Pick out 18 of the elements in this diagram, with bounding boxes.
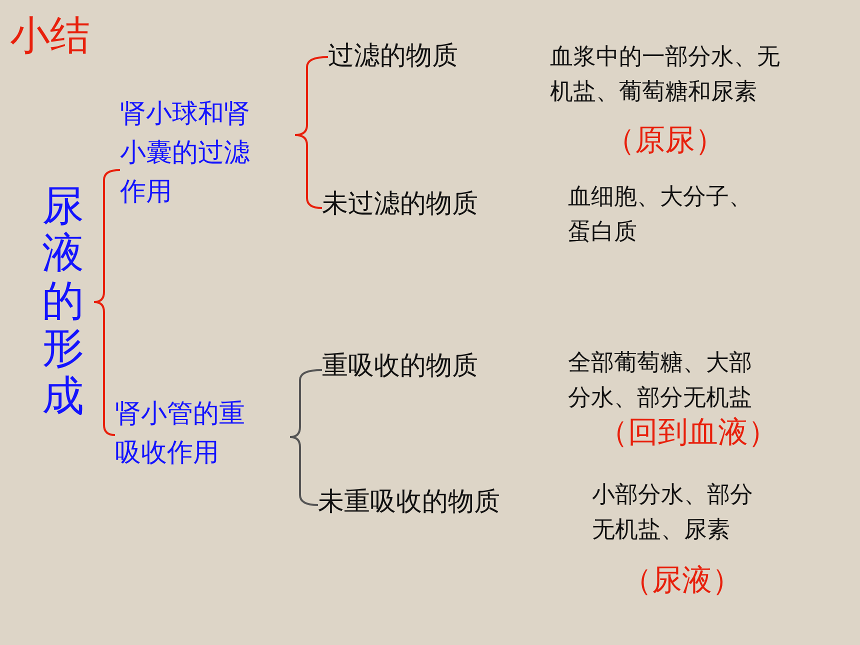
- description-text: 血细胞、大分子、蛋白质: [568, 183, 753, 246]
- substance-label: 重吸收的物质: [322, 350, 479, 383]
- substance-label: 过滤的物质: [328, 40, 459, 73]
- result-note: （回到血液）: [598, 414, 779, 452]
- process-label: 肾小管的重吸收作用: [115, 398, 246, 470]
- result-note: （原尿）: [605, 122, 726, 160]
- result-note: （尿液）: [622, 562, 743, 600]
- description-text: 小部分水、部分无机盐、尿素: [592, 481, 754, 544]
- topic-label: 尿液的形成: [42, 182, 85, 420]
- brace-connector: [290, 436, 318, 506]
- brace-connector: [94, 169, 120, 303]
- title: 小结: [10, 12, 90, 60]
- substance-label: 未重吸收的物质: [318, 486, 501, 519]
- description-text: 血浆中的一部分水、无机盐、葡萄糖和尿素: [550, 43, 781, 106]
- process-label: 肾小球和肾小囊的过滤作用: [120, 98, 251, 209]
- description-text: 全部葡萄糖、大部分水、部分无机盐: [568, 349, 753, 412]
- brace-connector: [290, 369, 322, 438]
- substance-label: 未过滤的物质: [322, 188, 479, 221]
